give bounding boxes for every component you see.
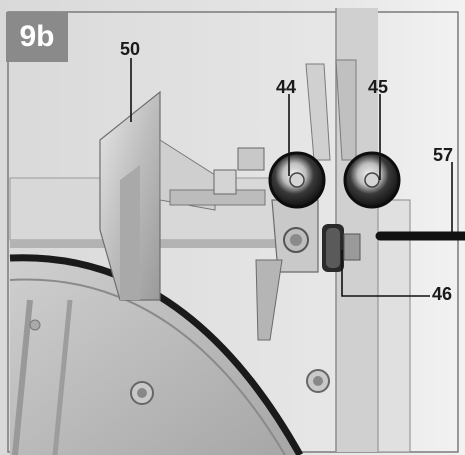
callout-50: 50: [120, 39, 141, 59]
callout-45: 45: [368, 77, 389, 97]
callout-44: 44: [276, 77, 297, 97]
callout-57: 57: [433, 145, 454, 165]
callout-46: 46: [432, 284, 453, 304]
figure-label: 9b: [6, 12, 68, 62]
